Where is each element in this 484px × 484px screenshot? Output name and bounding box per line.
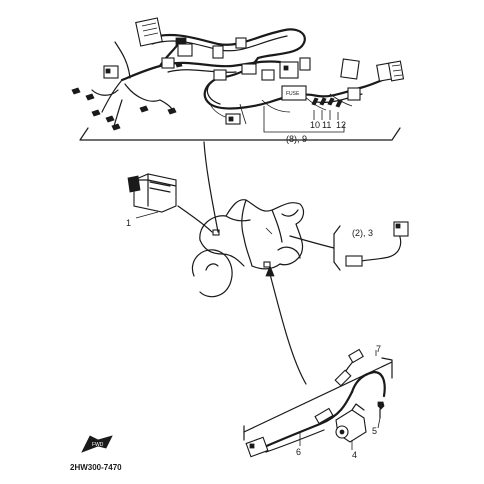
motorcycle-outline	[191, 199, 305, 298]
part-1-leader	[135, 211, 159, 219]
bracket-diagonal	[243, 361, 393, 433]
harness-bracket-line	[79, 127, 401, 141]
harness-to-bike-leader	[203, 141, 219, 233]
main-wire-harness: FUSE	[71, 17, 405, 131]
callout-4: 4	[352, 450, 357, 460]
callout-7: 7	[376, 344, 381, 354]
callout-1: 1	[126, 218, 131, 228]
callout-6: 6	[296, 447, 301, 457]
fuse-box-label: FUSE	[286, 91, 300, 97]
callout-leaders-top	[263, 106, 345, 133]
part-1-to-bike-leader	[177, 205, 213, 233]
switch-to-bike-leader	[269, 273, 307, 385]
part-4-sidestand-switch	[335, 403, 367, 443]
callout-8-9: (8), 9	[286, 134, 307, 144]
callout-2-3: (2), 3	[352, 228, 373, 238]
callout-11: 11	[322, 120, 331, 130]
part-1-relay-unit	[127, 173, 177, 213]
callout-5: 5	[372, 426, 377, 436]
front-direction-arrow: FWD	[81, 435, 113, 453]
drawing-code: 2HW300-7470	[70, 463, 122, 472]
part-2-3-to-bike-leader	[289, 235, 335, 249]
callout-12: 12	[336, 120, 346, 130]
part-5-screw	[377, 401, 385, 419]
part-6-sidestand-lead	[245, 348, 386, 458]
front-arrow-label: FWD	[92, 442, 104, 448]
switch-assy-bracket-line-2	[381, 357, 393, 379]
callout-10: 10	[310, 120, 320, 130]
part-2-3-lead	[333, 221, 409, 271]
